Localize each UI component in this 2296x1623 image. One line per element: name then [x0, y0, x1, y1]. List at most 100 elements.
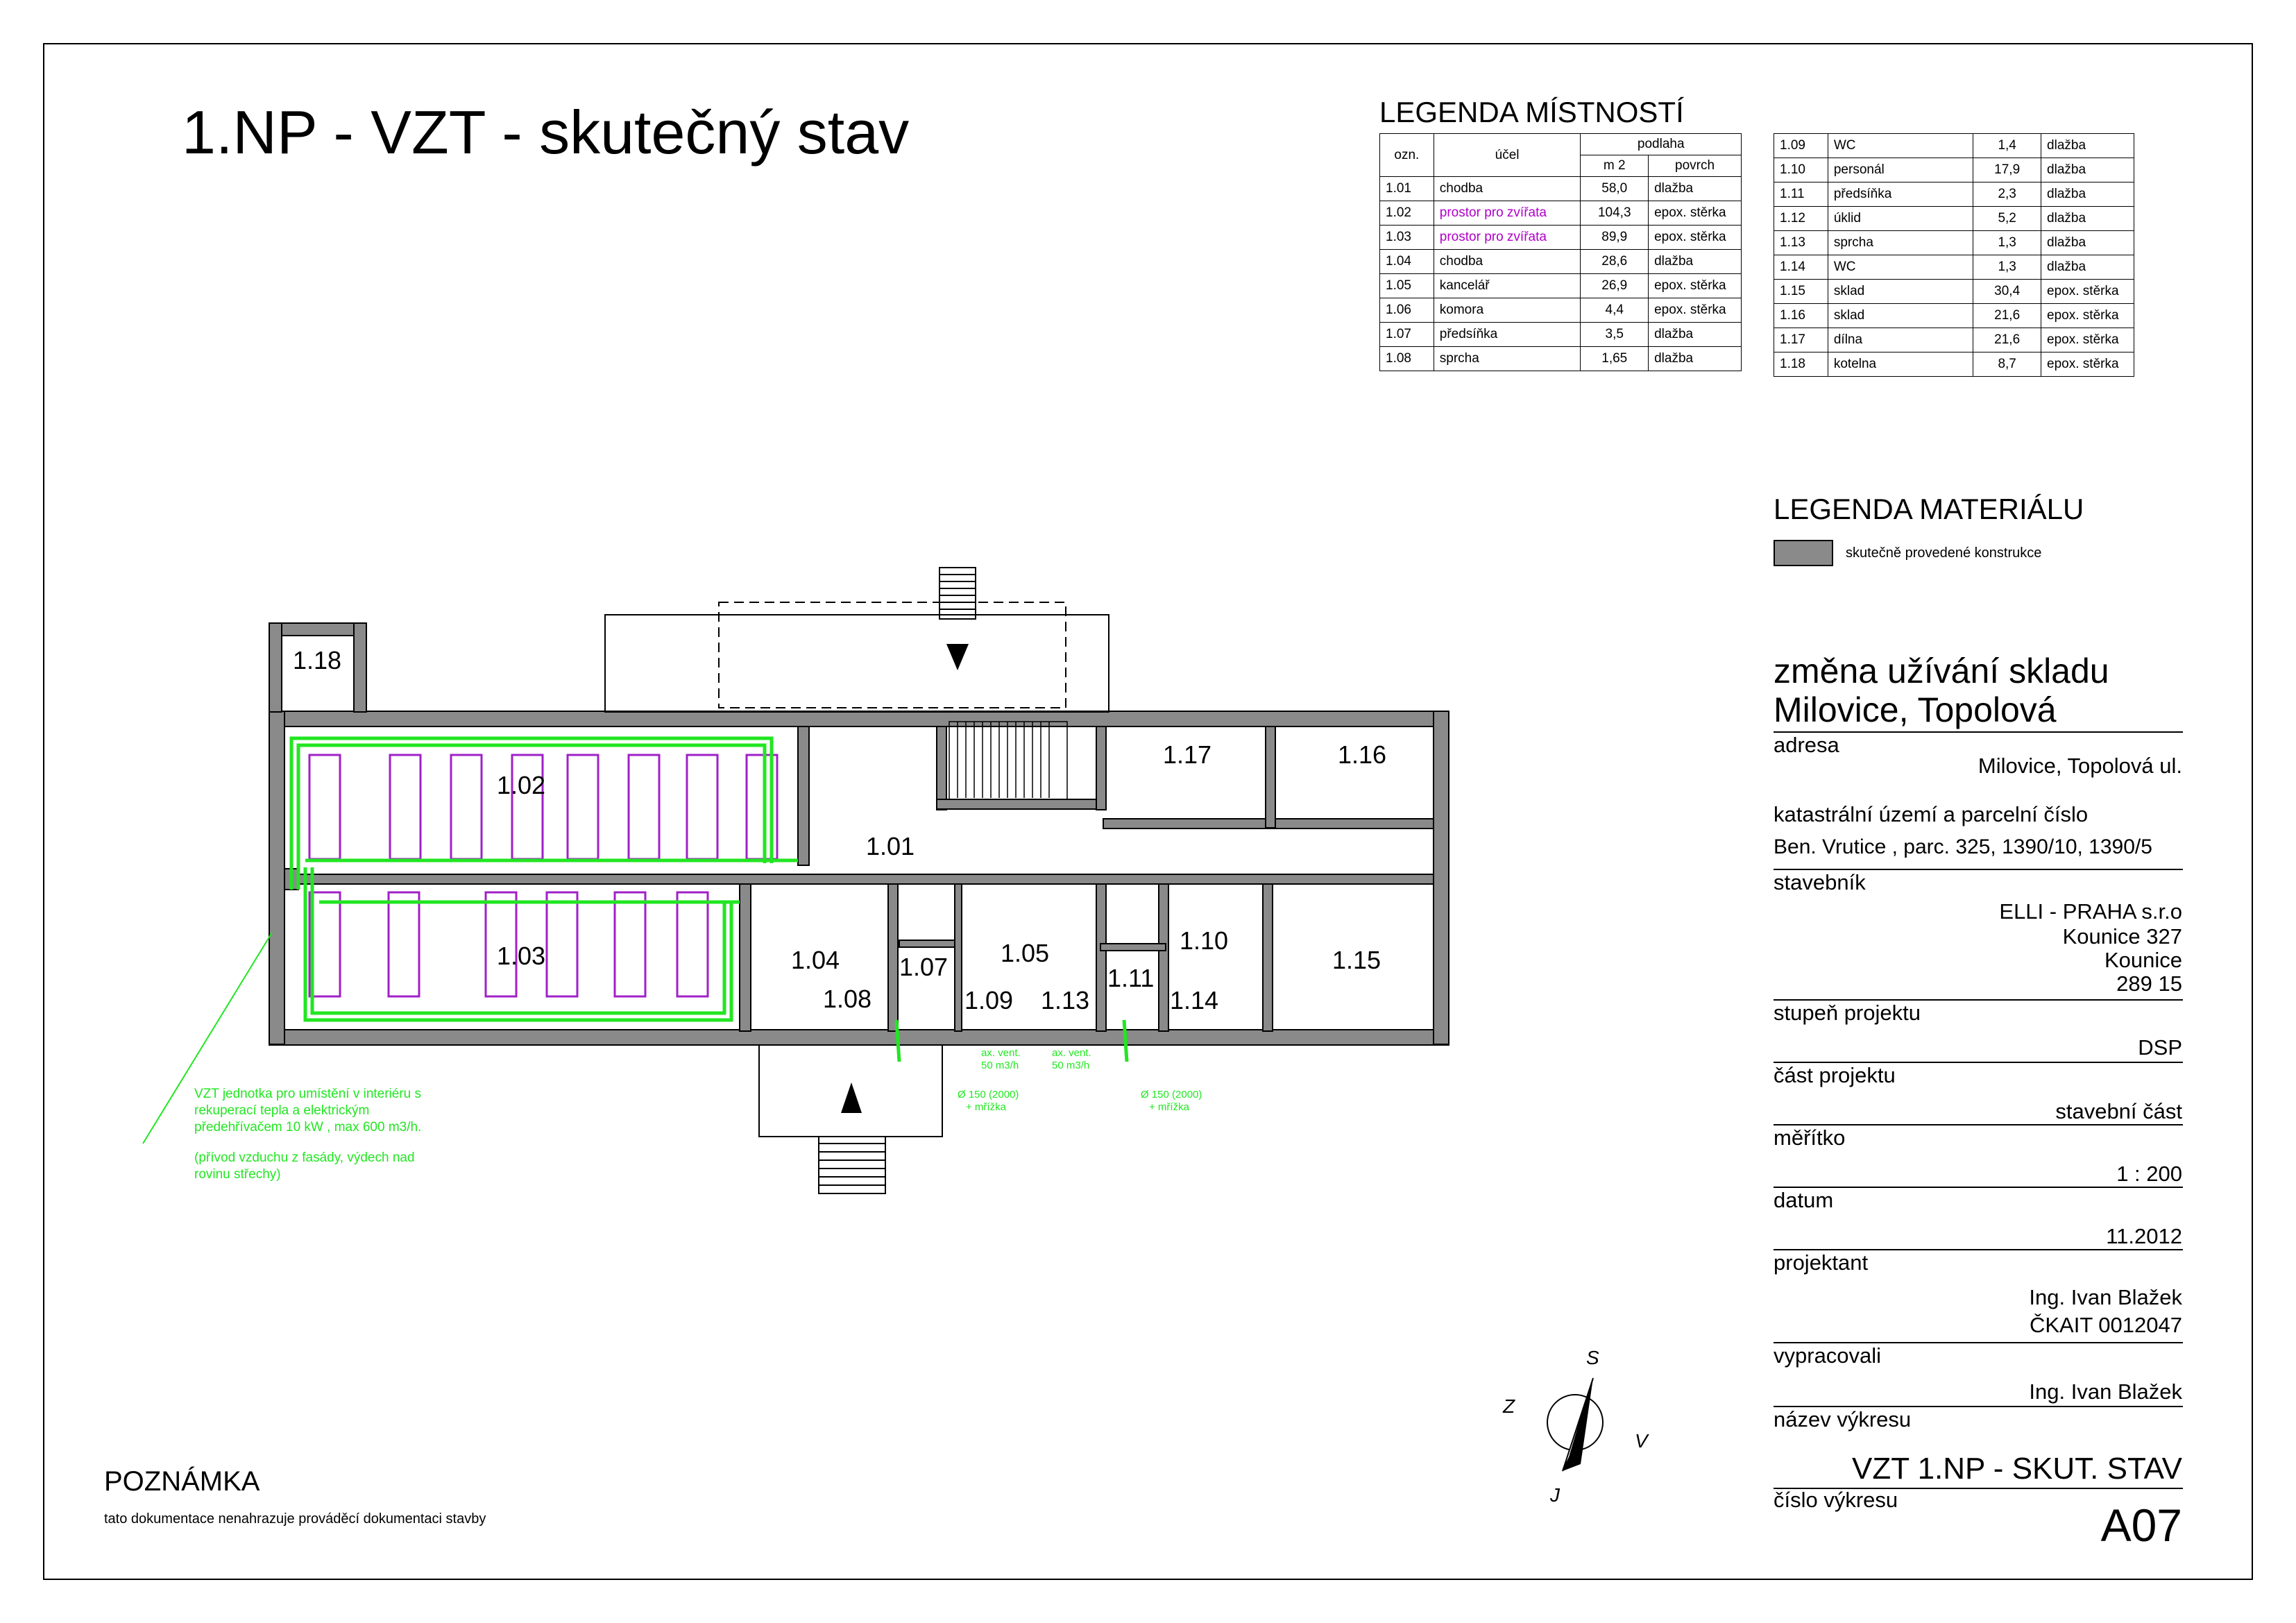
room-surface: epox. stěrka: [1648, 201, 1742, 226]
rear-canopy: [604, 567, 1109, 713]
room-label-1-09: 1.09: [964, 986, 1013, 1014]
room-label-1-14: 1.14: [1170, 986, 1218, 1014]
front-entrance: [758, 1044, 943, 1194]
room-area: 30,4: [1973, 279, 2042, 304]
room-surface: dlažba: [2041, 255, 2134, 280]
duct-a-line-1: Ø 150 (2000): [958, 1089, 1019, 1101]
part-label: část projektu: [1774, 1063, 1896, 1087]
room-name: sklad: [1827, 279, 1974, 304]
room-surface: epox. stěrka: [2041, 352, 2134, 377]
builder-line-2: Kounice 327: [2062, 924, 2182, 949]
divider: [1774, 731, 2183, 733]
room-name: kotelna: [1827, 352, 1974, 377]
room-surface: epox. stěrka: [2041, 328, 2134, 352]
cadastre-label: katastrální území a parcelní číslo: [1774, 802, 2089, 826]
room-id: 1.13: [1774, 230, 1828, 255]
room-id: 1.02: [1379, 201, 1434, 226]
room-name: WC: [1827, 133, 1974, 158]
designer-id: ČKAIT 0012047: [2029, 1313, 2182, 1337]
builder-line-4: 289 15: [2116, 971, 2182, 996]
room-id: 1.15: [1774, 279, 1828, 304]
designer-value: Ing. Ivan Blažek: [2029, 1285, 2182, 1309]
room-id: 1.03: [1379, 225, 1434, 250]
part-value: stavební část: [2055, 1099, 2182, 1123]
entry-arrow-south: [841, 1082, 862, 1113]
hvac-ducts: [289, 736, 1129, 1062]
compass-north-label: S: [1586, 1347, 1599, 1368]
room-area: 5,2: [1973, 206, 2042, 231]
room-label-1-10: 1.10: [1180, 926, 1228, 955]
room-name: chodba: [1433, 176, 1581, 201]
hvac-annotations: VZT jednotka pro umístění v interiéru s …: [194, 1047, 1202, 1182]
room-name: komora: [1433, 298, 1581, 323]
compass-rose: [1547, 1377, 1604, 1472]
divider: [1774, 1187, 2183, 1188]
address-value: Milovice, Topolová ul.: [1978, 754, 2182, 778]
vent-a-line-1: ax. vent.: [981, 1047, 1021, 1059]
drawing-number-value: A07: [2100, 1499, 2182, 1551]
room-label-1-11: 1.11: [1107, 964, 1154, 992]
room-area: 104,3: [1580, 201, 1649, 226]
room-label-1-17: 1.17: [1163, 740, 1211, 769]
room-area: 8,7: [1973, 352, 2042, 377]
address-label: adresa: [1774, 733, 1839, 757]
note-title: POZNÁMKA: [104, 1466, 260, 1497]
room-label-1-02: 1.02: [497, 771, 545, 799]
date-value: 11.2012: [2106, 1224, 2182, 1248]
room-name: sprcha: [1827, 230, 1974, 255]
room-surface: dlažba: [1648, 346, 1742, 371]
material-label: skutečně provedené konstrukce: [1846, 545, 2042, 561]
room-area: 1,3: [1973, 230, 2042, 255]
room-surface: epox. stěrka: [1648, 273, 1742, 298]
room-id: 1.11: [1774, 182, 1828, 207]
cadastre-value: Ben. Vrutice , parc. 325, 1390/10, 1390/…: [1774, 835, 2152, 858]
hvac-unit-note-line-5: rovinu střechy): [194, 1167, 281, 1182]
drawing-name-value: VZT 1.NP - SKUT. STAV: [1852, 1452, 2182, 1486]
room-surface: dlažba: [2041, 230, 2134, 255]
duct-b-line-1: Ø 150 (2000): [1141, 1089, 1202, 1101]
drawing-number-label: číslo výkresu: [1774, 1488, 1898, 1512]
room-label-1-16: 1.16: [1338, 740, 1386, 769]
room-surface: epox. stěrka: [1648, 225, 1742, 250]
room-id: 1.08: [1379, 346, 1434, 371]
compass-west-label: Z: [1502, 1395, 1515, 1417]
designer-label: projektant: [1774, 1250, 1869, 1275]
room-surface: epox. stěrka: [2041, 303, 2134, 328]
note-text: tato dokumentace nenahrazuje prováděcí d…: [104, 1511, 486, 1527]
divider: [1774, 1488, 2183, 1489]
room-label-1-04: 1.04: [791, 946, 840, 974]
room-id: 1.16: [1774, 303, 1828, 328]
room-surface: dlažba: [1648, 249, 1742, 274]
room-name: kancelář: [1433, 273, 1581, 298]
room-area: 17,9: [1973, 158, 2042, 182]
room-area: 58,0: [1580, 176, 1649, 201]
divider: [1774, 1249, 2183, 1250]
duct-a-line-2: + mřížka: [966, 1101, 1007, 1113]
room-surface: epox. stěrka: [2041, 279, 2134, 304]
divider: [1774, 1062, 2183, 1063]
col-header-ucel: účel: [1433, 133, 1581, 177]
room-id: 1.09: [1774, 133, 1828, 158]
drawing-title: 1.NP - VZT - skutečný stav: [182, 98, 910, 167]
divider: [1774, 1406, 2183, 1407]
room-surface: epox. stěrka: [1648, 298, 1742, 323]
room-label-1-07: 1.07: [899, 953, 948, 981]
room-area: 1,65: [1580, 346, 1649, 371]
room-name: dílna: [1827, 328, 1974, 352]
room-id: 1.17: [1774, 328, 1828, 352]
divider: [1774, 869, 2183, 870]
vent-a-line-2: 50 m3/h: [981, 1060, 1019, 1071]
